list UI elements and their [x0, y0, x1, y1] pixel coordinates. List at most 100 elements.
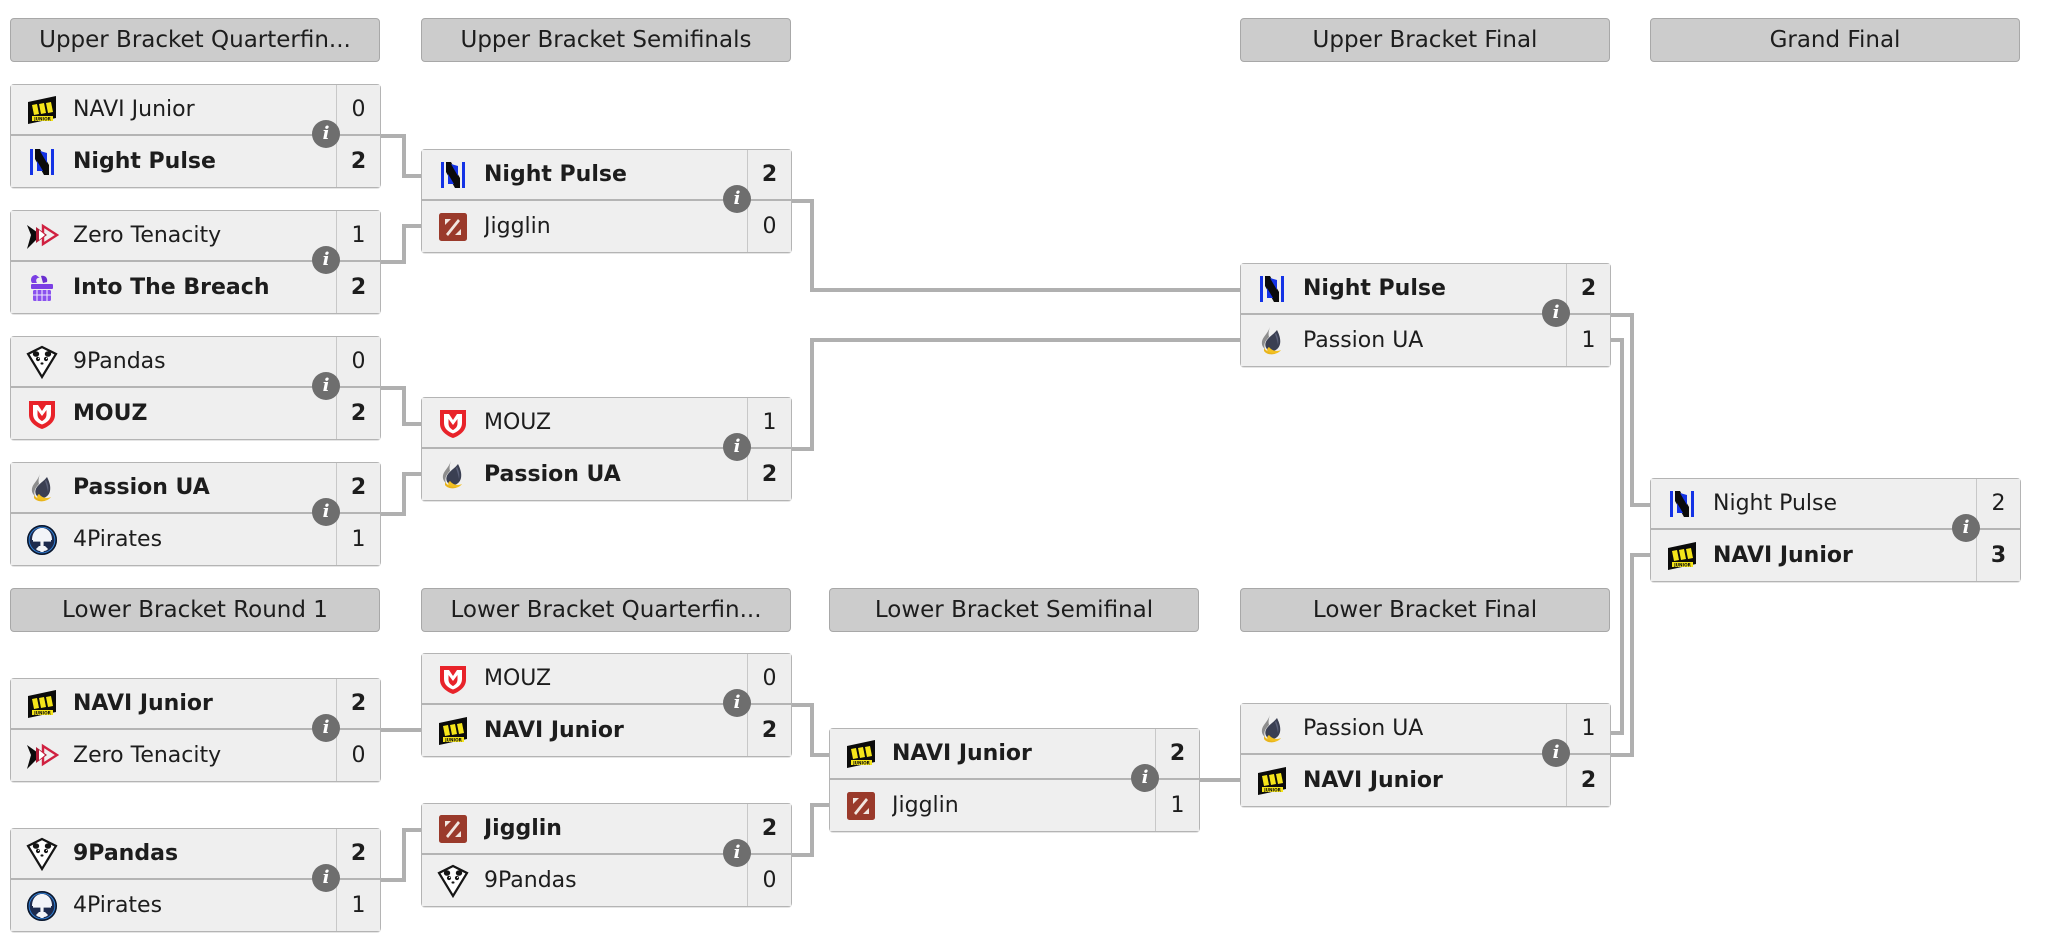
- match-info-icon[interactable]: i: [723, 689, 751, 717]
- team-entry[interactable]: Night Pulse: [1241, 264, 1566, 313]
- team-entry[interactable]: Zero Tenacity: [11, 730, 336, 781]
- match-info-icon[interactable]: i: [1131, 764, 1159, 792]
- team-entry[interactable]: Night Pulse: [11, 136, 336, 187]
- team-entry[interactable]: Passion UA: [1241, 315, 1566, 366]
- match-info-icon[interactable]: i: [1952, 514, 1980, 542]
- match-info-icon[interactable]: i: [723, 185, 751, 213]
- team-entry[interactable]: JUNIOR NAVI Junior: [1241, 755, 1566, 806]
- team-entry[interactable]: 9Pandas: [422, 855, 747, 906]
- match-info-icon[interactable]: i: [312, 120, 340, 148]
- team-entry[interactable]: Zero Tenacity: [11, 211, 336, 260]
- team-entry[interactable]: MOUZ: [422, 398, 747, 447]
- team-entry[interactable]: 4Pirates: [11, 880, 336, 931]
- jigglin-logo: [844, 789, 878, 823]
- team-entry[interactable]: MOUZ: [422, 654, 747, 703]
- team-entry[interactable]: 9Pandas: [11, 337, 336, 386]
- team-entry[interactable]: Into The Breach: [11, 262, 336, 313]
- team-entry[interactable]: JUNIOR NAVI Junior: [1651, 530, 1976, 581]
- team-entry[interactable]: JUNIOR NAVI Junior: [830, 729, 1155, 778]
- navi-junior-logo: JUNIOR: [844, 737, 878, 771]
- team-entry[interactable]: Passion UA: [1241, 704, 1566, 753]
- team-entry[interactable]: Passion UA: [422, 449, 747, 500]
- team-entry[interactable]: JUNIOR NAVI Junior: [11, 679, 336, 728]
- team-score: 2: [747, 150, 791, 199]
- round-header-ub-sf[interactable]: Upper Bracket Semifinals: [421, 18, 791, 62]
- team-entry[interactable]: 9Pandas: [11, 829, 336, 878]
- round-header-lb-f[interactable]: Lower Bracket Final: [1240, 588, 1610, 632]
- match-info-icon[interactable]: i: [312, 498, 340, 526]
- team-entry[interactable]: JUNIOR NAVI Junior: [422, 705, 747, 756]
- team-entry[interactable]: Jigglin: [422, 804, 747, 853]
- team-entry[interactable]: Night Pulse: [1651, 479, 1976, 528]
- match-info-icon[interactable]: i: [1542, 299, 1570, 327]
- round-header-lb-r1[interactable]: Lower Bracket Round 1: [10, 588, 380, 632]
- team-entry[interactable]: MOUZ: [11, 388, 336, 439]
- team-entry[interactable]: Night Pulse: [422, 150, 747, 199]
- match-info-icon[interactable]: i: [312, 864, 340, 892]
- match-info-icon[interactable]: i: [312, 714, 340, 742]
- round-header-gf[interactable]: Grand Final: [1650, 18, 2020, 62]
- round-header-label: Lower Bracket Round 1: [62, 597, 328, 623]
- match-info-icon[interactable]: i: [312, 372, 340, 400]
- team-entry[interactable]: 4Pirates: [11, 514, 336, 565]
- round-header-ub-f[interactable]: Upper Bracket Final: [1240, 18, 1610, 62]
- navi-junior-logo: JUNIOR: [25, 93, 59, 127]
- team-entry[interactable]: Passion UA: [11, 463, 336, 512]
- match-info-icon[interactable]: i: [723, 839, 751, 867]
- team-entry[interactable]: Jigglin: [422, 201, 747, 252]
- match-info-icon[interactable]: i: [312, 246, 340, 274]
- team-entry[interactable]: Jigglin: [830, 780, 1155, 831]
- match-info-icon[interactable]: i: [1542, 739, 1570, 767]
- round-header-lb-sf[interactable]: Lower Bracket Semifinal: [829, 588, 1199, 632]
- team-name: 9Pandas: [484, 868, 577, 893]
- round-header-lb-qf[interactable]: Lower Bracket Quarterfin...: [421, 588, 791, 632]
- team-name: 9Pandas: [73, 841, 179, 866]
- match-info-icon[interactable]: i: [723, 433, 751, 461]
- team-name: NAVI Junior: [1713, 543, 1853, 568]
- team-entry[interactable]: JUNIOR NAVI Junior: [11, 85, 336, 134]
- round-header-ub-qf[interactable]: Upper Bracket Quarterfin...: [10, 18, 380, 62]
